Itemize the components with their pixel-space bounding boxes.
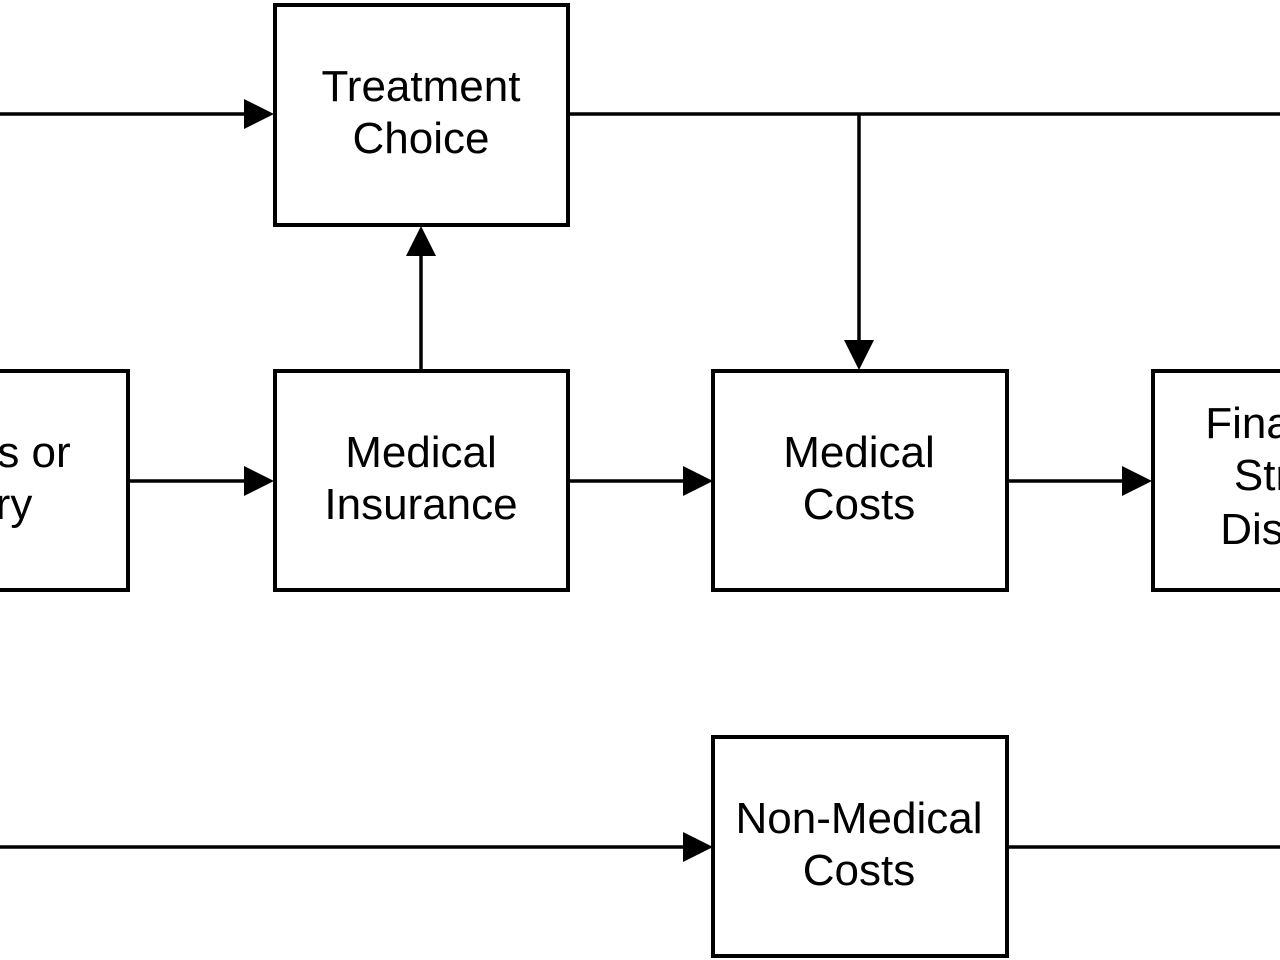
arrowhead-icon [406,226,436,256]
node-illness-or-injury: s or ry [0,369,130,592]
node-label: ry [0,480,32,529]
arrowhead-icon [1122,466,1152,496]
node-label: Dis [1220,505,1280,554]
node-label: Medical [345,428,497,477]
node-label: Choice [353,114,490,163]
node-box [0,369,130,592]
node-label: Medical [783,428,935,477]
arrowhead-icon [244,466,274,496]
node-label: Fina [1205,399,1280,448]
node-box [711,369,1009,592]
node-box [1151,369,1280,592]
node-non-medical-costs: Non-Medical Costs [711,735,1009,958]
node-treatment-choice: Treatment Choice [273,3,570,227]
arrowhead-icon [244,99,274,129]
node-label: s or [0,428,71,477]
node-box [711,735,1009,958]
node-label: Treatment [322,62,521,111]
node-label: Costs [803,480,915,529]
node-box [273,3,570,227]
node-box [273,369,570,592]
node-financial-stress: Fina Str Dis [1151,369,1280,592]
node-medical-insurance: Medical Insurance [273,369,570,592]
node-medical-costs: Medical Costs [711,369,1009,592]
arrowhead-icon [683,832,713,862]
arrowhead-icon [844,340,874,370]
node-label: Non-Medical [736,794,983,843]
arrowhead-icon [683,466,713,496]
node-label: Str [1234,451,1280,500]
node-label: Costs [803,846,915,895]
node-label: Insurance [324,480,517,529]
edges [0,99,1280,862]
